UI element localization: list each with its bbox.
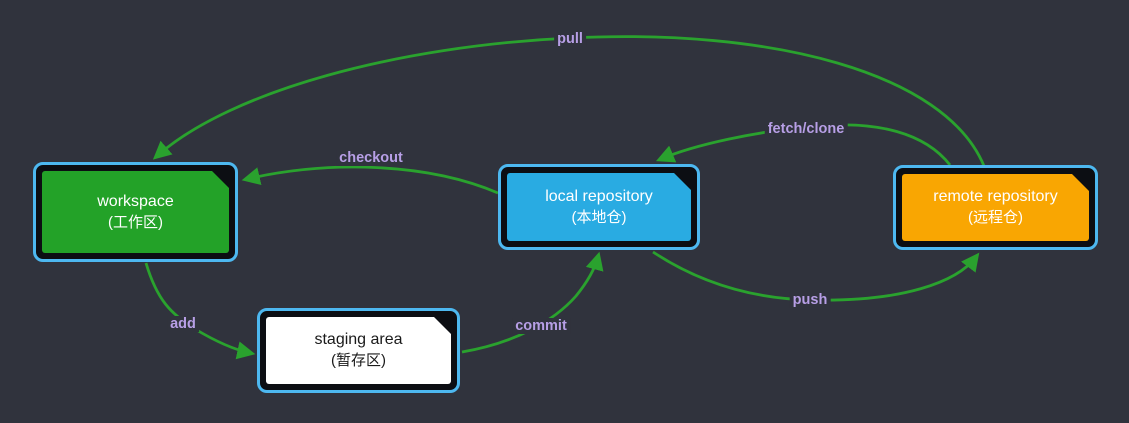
node-local-repository: local repository (本地仓) [498,164,700,250]
node-workspace: workspace (工作区) [33,162,238,262]
node-local-repository-subtitle: (本地仓) [571,208,627,226]
edge-label-pull: pull [554,31,586,47]
node-remote-repository-title: remote repository [933,188,1058,206]
node-staging-area-title: staging area [314,331,403,349]
edge-checkout [241,165,499,195]
node-remote-repository: remote repository (远程仓) [893,165,1098,250]
edge-label-checkout: checkout [336,150,406,166]
edge-commit [461,251,604,354]
edge-label-push: push [789,292,831,308]
node-workspace-subtitle: (工作区) [108,213,163,231]
node-remote-repository-body: remote repository (远程仓) [902,174,1089,241]
node-staging-area: staging area (暂存区) [257,308,460,393]
node-staging-area-body: staging area (暂存区) [266,317,451,384]
node-workspace-body: workspace (工作区) [42,171,229,253]
edge-add [144,262,256,360]
node-local-repository-body: local repository (本地仓) [507,173,691,241]
node-local-repository-title: local repository [545,187,653,205]
edge-label-commit: commit [512,318,570,334]
node-remote-repository-subtitle: (远程仓) [968,209,1023,227]
edge-label-fetch-clone: fetch/clone [764,121,848,137]
edge-pull [152,35,986,167]
node-workspace-title: workspace [97,192,174,210]
node-staging-area-subtitle: (暂存区) [331,352,386,370]
edge-label-add: add [167,316,199,332]
